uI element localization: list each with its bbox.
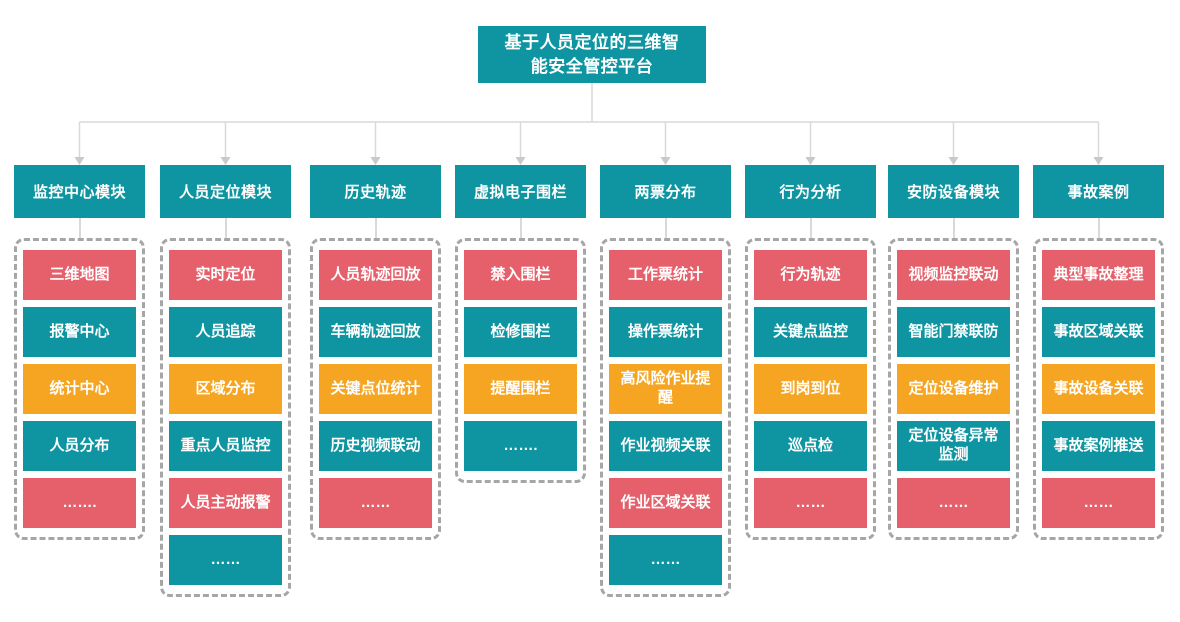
module-item: ……. [23, 478, 136, 528]
module-item: 智能门禁联防 [897, 307, 1010, 357]
module-header: 安防设备模块 [888, 165, 1019, 218]
connector-stub [664, 218, 667, 238]
module-item: 高风险作业提醒 [609, 364, 722, 414]
module-item: 定位设备维护 [897, 364, 1010, 414]
module-column-security-equipment: 安防设备模块 视频监控联动智能门禁联防定位设备维护定位设备异常监测 …… [888, 165, 1019, 540]
module-item: 定位设备异常监测 [897, 421, 1010, 471]
module-item-group: 工作票统计操作票统计高风险作业提醒作业视频关联作业区域关联 …… [600, 238, 731, 597]
module-item: 巡点检 [754, 421, 867, 471]
module-item: 实时定位 [169, 250, 282, 300]
module-item: …… [897, 478, 1010, 528]
module-item-group: 实时定位人员追踪区域分布重点人员监控人员主动报警 …… [160, 238, 291, 597]
module-item: 重点人员监控 [169, 421, 282, 471]
module-item: 事故区域关联 [1042, 307, 1155, 357]
module-item: 历史视频联动 [319, 421, 432, 471]
arrow-down-icon [805, 157, 816, 165]
module-item: 视频监控联动 [897, 250, 1010, 300]
module-item: 典型事故整理 [1042, 250, 1155, 300]
module-column-two-tickets: 两票分布 工作票统计操作票统计高风险作业提醒作业视频关联作业区域关联 …… [600, 165, 731, 597]
module-item: ……. [464, 421, 577, 471]
module-item: …… [1042, 478, 1155, 528]
module-item: 区域分布 [169, 364, 282, 414]
module-item: 禁入围栏 [464, 250, 577, 300]
connector-stub [374, 218, 377, 238]
module-item: …… [609, 535, 722, 585]
arrow-down-icon [74, 157, 85, 165]
arrow-down-icon [220, 157, 231, 165]
module-column-accident-cases: 事故案例 典型事故整理事故区域关联事故设备关联事故案例推送 …… [1033, 165, 1164, 540]
connector-stub [519, 218, 522, 238]
module-item: 统计中心 [23, 364, 136, 414]
arrow-down-icon [660, 157, 671, 165]
module-item-group: 三维地图报警中心统计中心人员分布 ……. [14, 238, 145, 540]
module-header: 历史轨迹 [310, 165, 441, 218]
root-node-title: 基于人员定位的三维智 能安全管控平台 [504, 32, 680, 76]
module-item: …… [169, 535, 282, 585]
module-item: …… [319, 478, 432, 528]
module-item: 行为轨迹 [754, 250, 867, 300]
module-item-group: 人员轨迹回放车辆轨迹回放关键点位统计历史视频联动 …… [310, 238, 441, 540]
module-item: 到岗到位 [754, 364, 867, 414]
module-item: 作业区域关联 [609, 478, 722, 528]
module-item: 人员轨迹回放 [319, 250, 432, 300]
module-header: 行为分析 [745, 165, 876, 218]
module-item-group: 禁入围栏检修围栏提醒围栏 ……. [455, 238, 586, 483]
module-item: 报警中心 [23, 307, 136, 357]
module-item: 提醒围栏 [464, 364, 577, 414]
module-header: 事故案例 [1033, 165, 1164, 218]
module-header: 人员定位模块 [160, 165, 291, 218]
module-item-group: 行为轨迹关键点监控到岗到位巡点检 …… [745, 238, 876, 540]
module-item: 车辆轨迹回放 [319, 307, 432, 357]
module-item: 关键点位统计 [319, 364, 432, 414]
module-column-behavior-analysis: 行为分析 行为轨迹关键点监控到岗到位巡点检 …… [745, 165, 876, 540]
module-header: 监控中心模块 [14, 165, 145, 218]
module-item: 关键点监控 [754, 307, 867, 357]
module-header: 虚拟电子围栏 [455, 165, 586, 218]
module-item: …… [754, 478, 867, 528]
arrow-down-icon [948, 157, 959, 165]
module-item: 三维地图 [23, 250, 136, 300]
module-item: 人员分布 [23, 421, 136, 471]
module-item: 人员追踪 [169, 307, 282, 357]
module-column-personnel-positioning: 人员定位模块 实时定位人员追踪区域分布重点人员监控人员主动报警 …… [160, 165, 291, 597]
module-item-group: 典型事故整理事故区域关联事故设备关联事故案例推送 …… [1033, 238, 1164, 540]
module-item: 工作票统计 [609, 250, 722, 300]
module-item: 作业视频关联 [609, 421, 722, 471]
arrow-down-icon [515, 157, 526, 165]
module-item: 人员主动报警 [169, 478, 282, 528]
module-item: 事故案例推送 [1042, 421, 1155, 471]
connector-stub [1097, 218, 1100, 238]
connector-stub [952, 218, 955, 238]
module-column-monitoring-center: 监控中心模块 三维地图报警中心统计中心人员分布 ……. [14, 165, 145, 540]
module-item: 事故设备关联 [1042, 364, 1155, 414]
module-header: 两票分布 [600, 165, 731, 218]
module-item: 检修围栏 [464, 307, 577, 357]
module-item: 操作票统计 [609, 307, 722, 357]
arrow-down-icon [1093, 157, 1104, 165]
root-node: 基于人员定位的三维智 能安全管控平台 [478, 26, 706, 83]
connector-stub [78, 218, 81, 238]
connector-stub [224, 218, 227, 238]
arrow-down-icon [370, 157, 381, 165]
module-item-group: 视频监控联动智能门禁联防定位设备维护定位设备异常监测 …… [888, 238, 1019, 540]
module-column-history-track: 历史轨迹 人员轨迹回放车辆轨迹回放关键点位统计历史视频联动 …… [310, 165, 441, 540]
connector-stub [809, 218, 812, 238]
module-column-virtual-fence: 虚拟电子围栏 禁入围栏检修围栏提醒围栏 ……. [455, 165, 586, 483]
